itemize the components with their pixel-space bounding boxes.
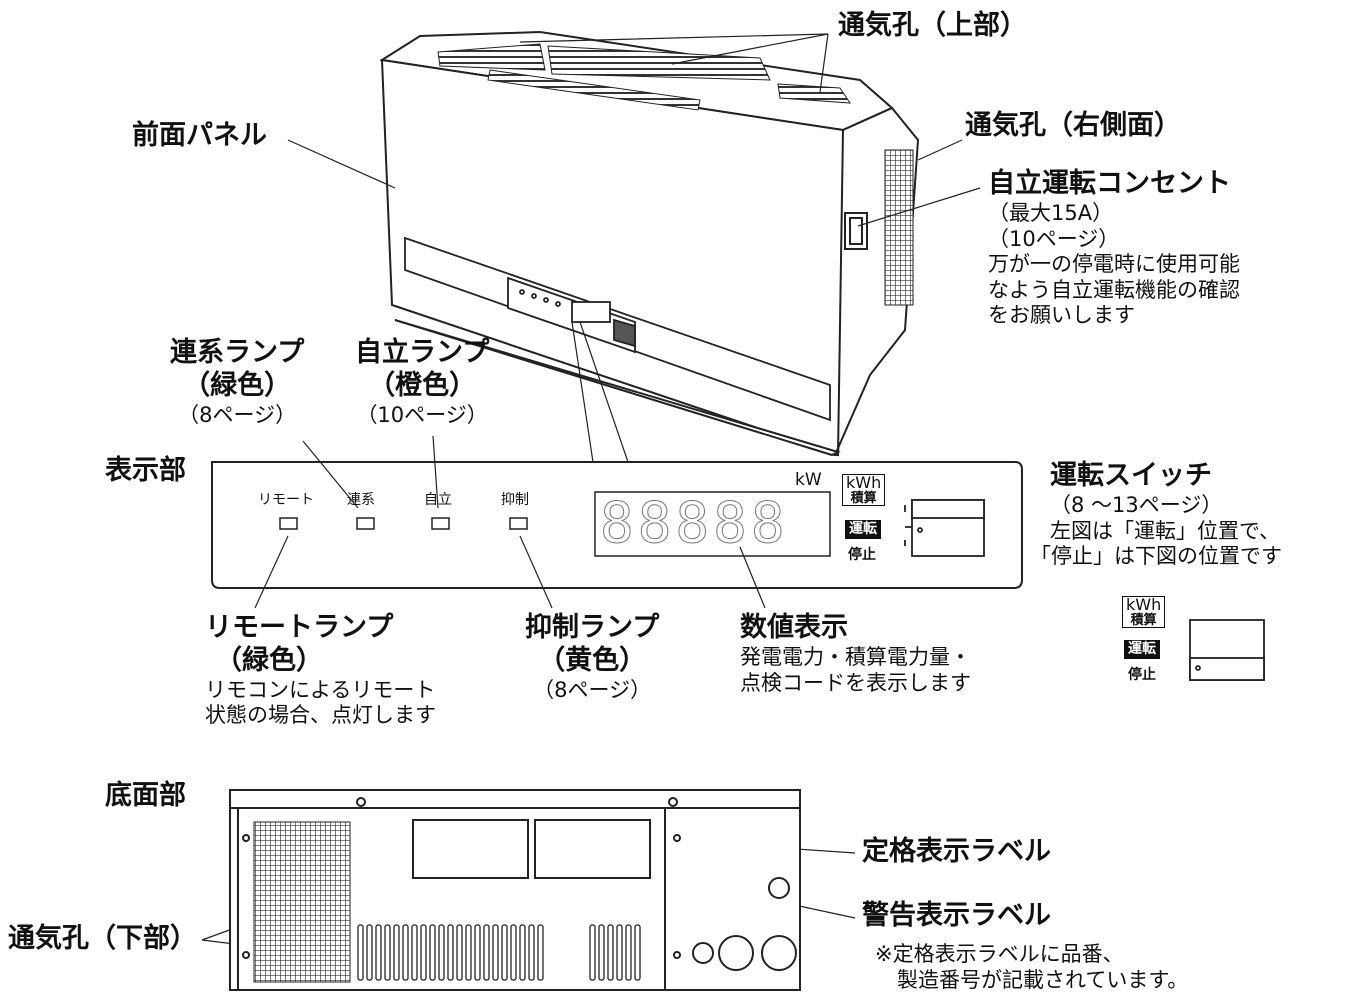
outlet-line: 万が一の停電時に使用可能 (988, 252, 1240, 277)
standalone-lamp-color: （橙色） (368, 369, 477, 401)
label-note-line: ※定格表示ラベルに品番、 (875, 942, 1124, 966)
display-unit-kw: kW (795, 470, 822, 490)
mini-switch-kwh-total-label: kWh 積算 (1122, 595, 1166, 629)
seven-segment-readout: 88888 (600, 490, 789, 556)
suppress-lamp-callout: 抑制ランプ （黄色） （8ページ） (525, 612, 659, 703)
vent-slot (537, 924, 544, 981)
standalone-lamp-callout: 自立ランプ （橙色） （10ページ） (355, 337, 489, 428)
display-section-heading: 表示部 (105, 455, 186, 486)
grid-lamp-color: （緑色） (183, 369, 292, 401)
numeric-display-frame (594, 491, 831, 557)
mini-switch-kwh-text: kWh (1126, 595, 1162, 614)
vent-slot (483, 924, 490, 981)
vent-slot (447, 924, 454, 981)
standalone-lamp-title: 自立ランプ (355, 337, 490, 368)
vent-slot (402, 924, 409, 981)
label-note: ※定格表示ラベルに品番、 製造番号が記載されています。 (875, 942, 1188, 993)
vent-slot (616, 924, 623, 981)
numeric-display-callout: 数値表示 発電電力・積算電力量・ 点検コードを表示します (740, 612, 971, 696)
front-panel-callout: 前面パネル (132, 120, 267, 151)
vent-slot (519, 924, 526, 981)
numeric-display-title: 数値表示 (740, 612, 848, 643)
mini-switch-total-text: 積算 (1130, 612, 1157, 628)
run-switch-line: 「停止」は下図の位置です (1030, 544, 1282, 569)
vent-slot (634, 924, 641, 981)
vent-slot (438, 924, 445, 981)
vent-top-callout: 通気孔（上部） (838, 10, 1027, 41)
standalone-lamp-page: （10ページ） (356, 402, 488, 427)
vent-slot (384, 924, 391, 981)
display-panel-outline (211, 461, 1023, 589)
numeric-display-line: 点検コードを表示します (740, 670, 971, 695)
run-switch-callout: 運転スイッチ （8 ～13ページ） 左図は「運転」位置で、 「停止」は下図の位置… (1030, 460, 1282, 570)
vent-slot (501, 924, 508, 981)
vent-slot (420, 924, 427, 981)
switch-stop-label: 停止 (848, 547, 876, 563)
outlet-callout: 自立運転コンセント （最大15A） （10ページ） 万が一の停電時に使用可能 な… (988, 168, 1240, 329)
grid-lamp-page: （8ページ） (178, 402, 297, 427)
vent-slot (375, 924, 382, 981)
vent-slot (625, 924, 632, 981)
run-switch-line: 左図は「運転」位置で、 (1050, 518, 1281, 543)
front-display-window (404, 236, 831, 422)
vent-slot (589, 924, 596, 981)
mini-switch-run-label: 運転 (1124, 640, 1160, 660)
remote-lamp-line: リモコンによるリモート (205, 677, 436, 702)
label-note-line: 製造番号が記載されています。 (897, 967, 1189, 992)
lamp-label-standalone: 自立 (424, 492, 452, 508)
vent-slot (598, 924, 605, 981)
vent-slot (474, 924, 481, 981)
grid-lamp-callout: 連系ランプ （緑色） （8ページ） (170, 337, 304, 428)
run-switch-title: 運転スイッチ (1050, 460, 1212, 491)
lamp-indicators (279, 517, 528, 530)
run-switch-line: （8 ～13ページ） (1050, 492, 1223, 517)
switch-kwh-text: kWh (846, 473, 882, 492)
bottom-section-heading: 底面部 (105, 780, 186, 811)
vent-slot (465, 924, 472, 981)
numeric-display-line: 発電電力・積算電力量・ (740, 644, 971, 669)
vent-slot (357, 924, 364, 981)
mini-switch-stop-label: 停止 (1128, 667, 1156, 683)
vent-slot (393, 924, 400, 981)
rating-label-callout: 定格表示ラベル (862, 836, 1051, 867)
vent-slot (429, 924, 436, 981)
vent-slot (411, 924, 418, 981)
outlet-line: （10ページ） (988, 226, 1120, 251)
remote-lamp-color: （緑色） (215, 644, 323, 676)
vent-right-callout: 通気孔（右側面） (965, 110, 1181, 141)
vent-slot (607, 924, 614, 981)
vent-slot (456, 924, 463, 981)
remote-lamp-title: リモートランプ (205, 612, 394, 643)
bottom-vent-slots (357, 924, 641, 981)
outlet-title: 自立運転コンセント (988, 168, 1231, 199)
vent-slot (366, 924, 373, 981)
remote-lamp-line: 状態の場合、点灯します (205, 703, 436, 728)
outlet-line: をお願いします (988, 303, 1135, 328)
lamp-label-grid: 連系 (347, 492, 375, 508)
lamp-label-remote: リモート (258, 492, 314, 508)
run-switch-main (904, 499, 985, 557)
outlet-line: なよう自立運転機能の確認 (988, 277, 1240, 302)
remote-lamp-callout: リモートランプ （緑色） リモコンによるリモート 状態の場合、点灯します (205, 612, 436, 729)
top-vent-grilles (437, 43, 851, 111)
vent-slot (492, 924, 499, 981)
vent-slot (510, 924, 517, 981)
vent-slot (528, 924, 535, 981)
suppress-lamp-title: 抑制ランプ (525, 612, 660, 643)
suppress-lamp-color: （黄色） (538, 644, 647, 676)
vent-bottom-callout: 通気孔（下部） (8, 923, 197, 954)
switch-total-text: 積算 (850, 490, 877, 506)
warning-label-callout: 警告表示ラベル (862, 900, 1051, 931)
standalone-outlet (844, 212, 868, 250)
suppress-lamp-page: （8ページ） (533, 677, 652, 702)
lamp-label-suppress: 抑制 (501, 492, 529, 508)
outlet-line: （最大15A） (988, 200, 1114, 225)
switch-run-label: 運転 (845, 520, 881, 540)
switch-kwh-total-label: kWh 積算 (842, 473, 886, 507)
grid-lamp-title: 連系ランプ (170, 337, 305, 368)
right-vent-grille (884, 149, 914, 306)
run-switch-stopped-diagram (1189, 619, 1265, 681)
